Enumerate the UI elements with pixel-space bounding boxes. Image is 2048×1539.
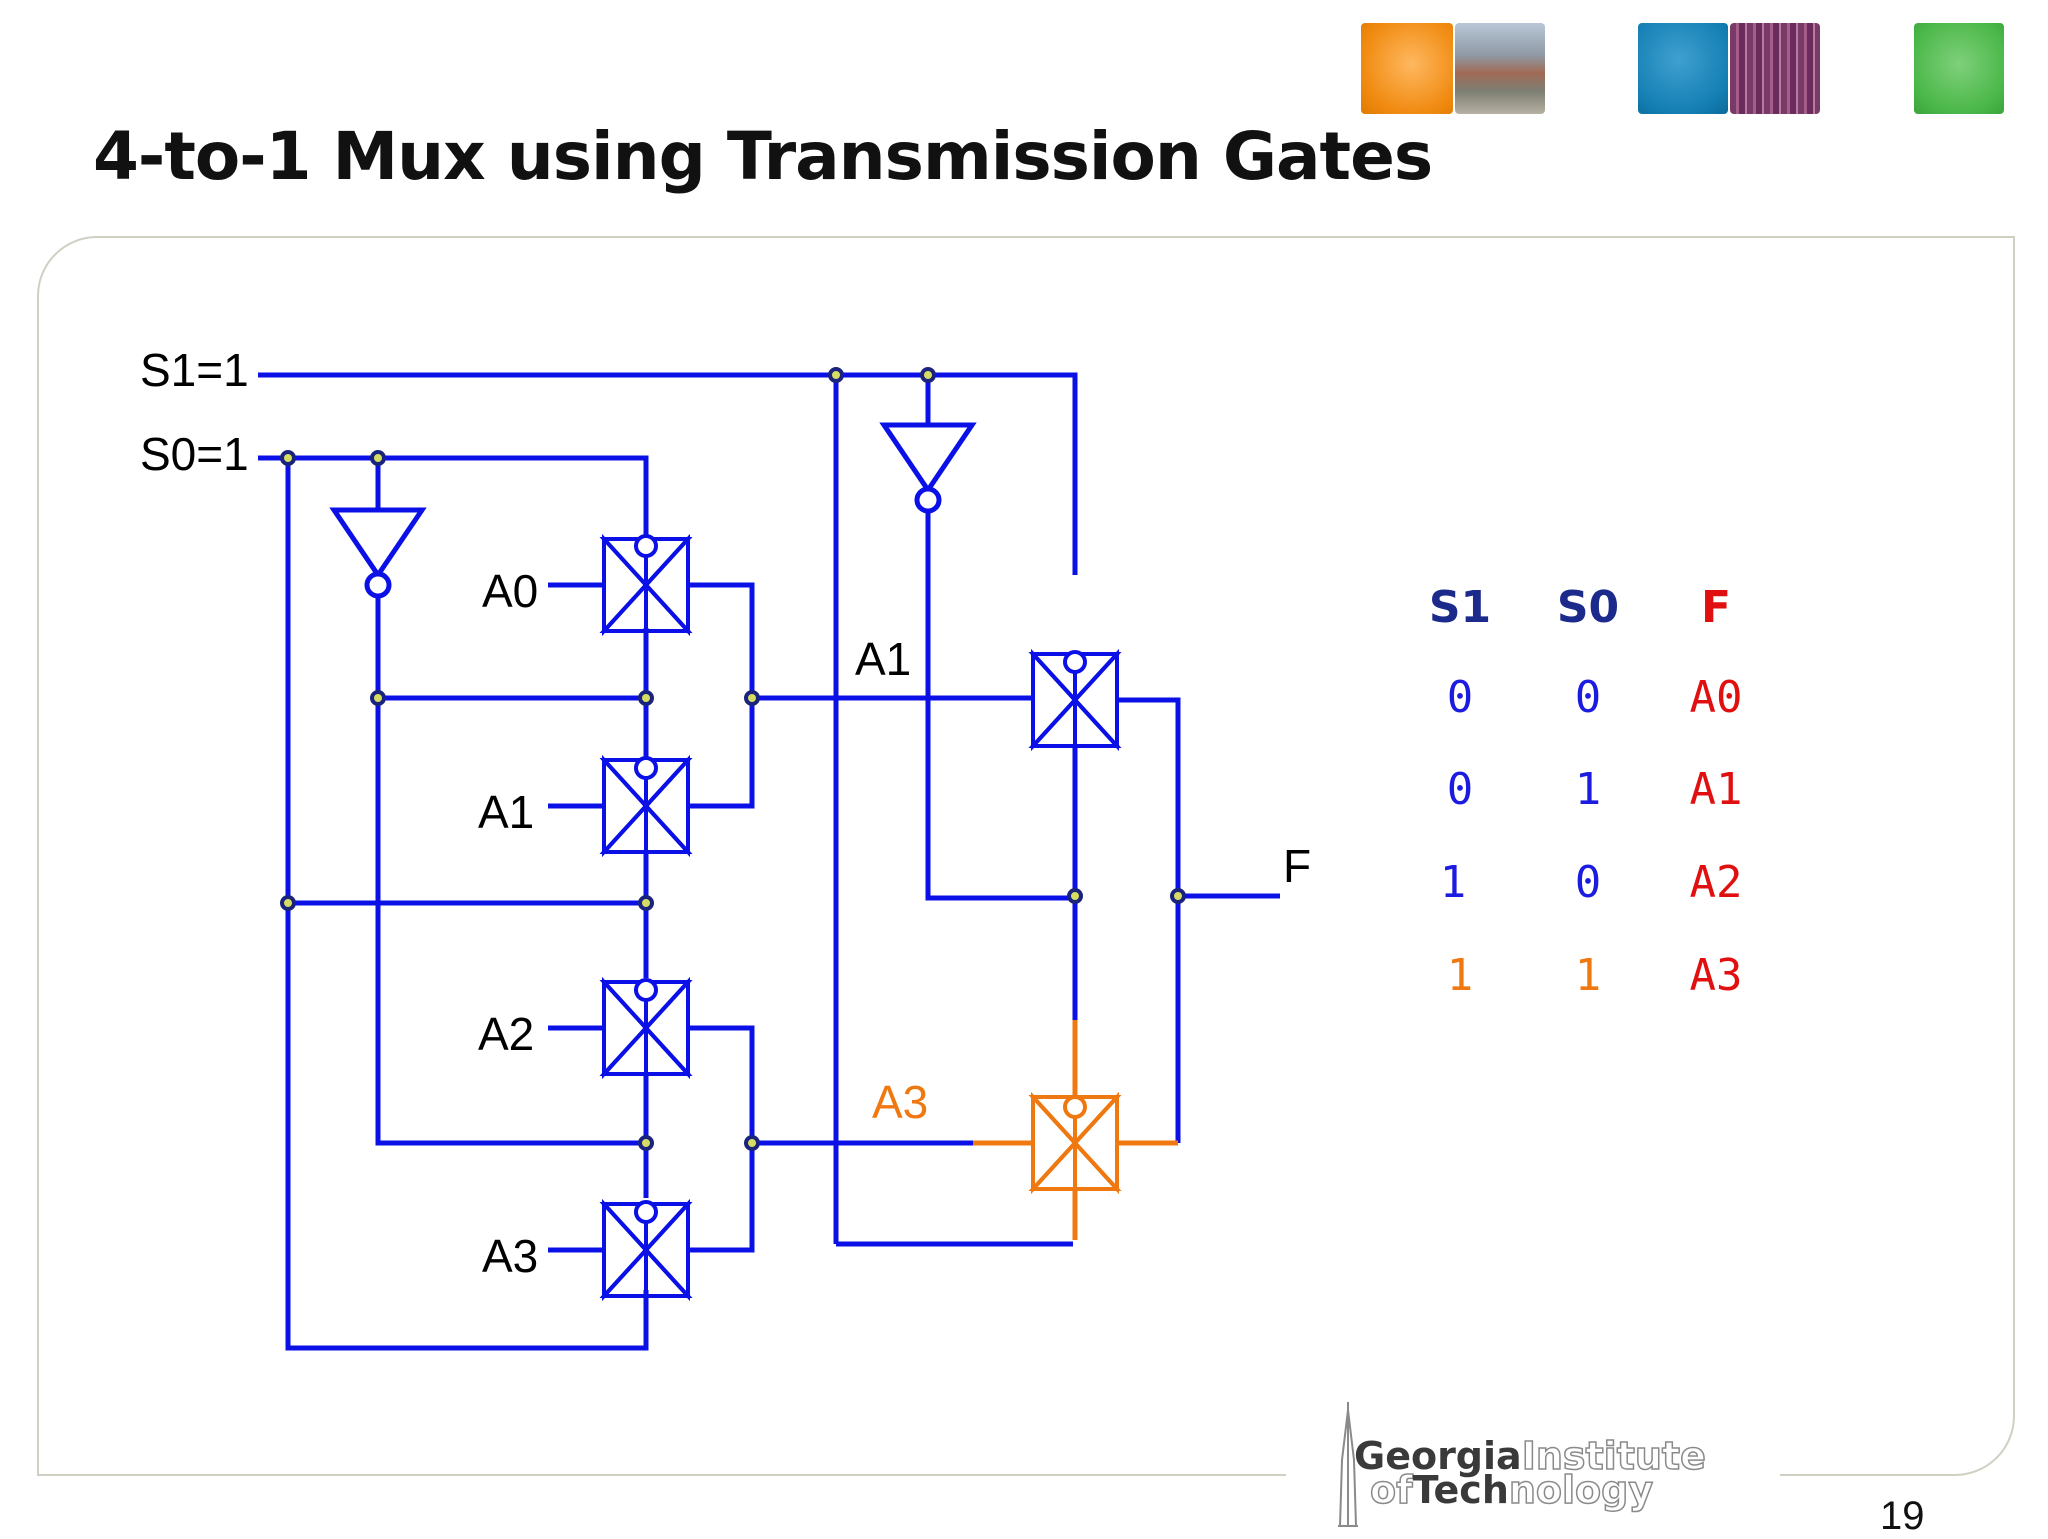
truth-table-cell: 1 bbox=[1440, 857, 1467, 908]
a1-input-label: A1 bbox=[478, 786, 534, 838]
output-f-label: F bbox=[1283, 840, 1311, 892]
circuit-photo-tile bbox=[1730, 23, 1820, 114]
tech-tower-icon bbox=[1338, 1402, 1358, 1527]
a3-node-label: A3 bbox=[872, 1076, 928, 1128]
slide-title: 4-to-1 Mux using Transmission Gates bbox=[93, 118, 1433, 195]
truth-table-cell: A1 bbox=[1690, 764, 1743, 815]
a3-input-label: A3 bbox=[482, 1230, 538, 1282]
blue-wires bbox=[258, 372, 1280, 1351]
truth-table-cell: A3 bbox=[1690, 950, 1743, 1001]
orange-header-tile bbox=[1361, 23, 1453, 114]
truth-table-header-f: F bbox=[1701, 582, 1731, 633]
a1-node-label: A1 bbox=[855, 633, 911, 685]
s0-label: S0=1 bbox=[140, 428, 249, 480]
s0-inverter-icon bbox=[329, 507, 427, 599]
green-header-tile bbox=[1914, 23, 2004, 114]
s1-inverter-icon bbox=[879, 422, 977, 514]
content-frame bbox=[37, 236, 2015, 1476]
truth-table-cell: 1 bbox=[1575, 764, 1602, 815]
s0-inverted-wire bbox=[375, 595, 646, 1146]
truth-table-cell: 0 bbox=[1447, 672, 1474, 723]
truth-table-header-s0: S0 bbox=[1557, 582, 1619, 633]
page-number: 19 bbox=[1880, 1494, 1925, 1538]
blue-header-tile bbox=[1638, 23, 1728, 114]
a2-input-label: A2 bbox=[478, 1008, 534, 1060]
truth-table: S1 S0 F 0 0 A0 0 1 A1 1 0 A2 1 1 A3 bbox=[1429, 582, 1743, 1001]
campus-photo-tile bbox=[1455, 23, 1545, 114]
junction-dots bbox=[280, 367, 1186, 1151]
truth-table-cell: A2 bbox=[1690, 857, 1743, 908]
truth-table-cell: 0 bbox=[1575, 857, 1602, 908]
inverters bbox=[329, 422, 977, 599]
truth-table-cell: 0 bbox=[1575, 672, 1602, 723]
logo-georgia-text: Georgia bbox=[1354, 1434, 1522, 1478]
logo-nology-text: nology bbox=[1508, 1467, 1654, 1513]
logo-of-text: of bbox=[1369, 1467, 1413, 1513]
truth-table-cell: 1 bbox=[1575, 950, 1602, 1001]
active-path-wires bbox=[973, 1020, 1178, 1240]
s1-label: S1=1 bbox=[140, 344, 249, 396]
a0-input-label: A0 bbox=[482, 565, 538, 617]
frame-logo-gap bbox=[1286, 1460, 1780, 1490]
truth-table-cell: 0 bbox=[1447, 764, 1474, 815]
truth-table-header-s1: S1 bbox=[1429, 582, 1491, 633]
truth-table-cell: 1 bbox=[1447, 950, 1474, 1001]
logo-tech-text: Tech bbox=[1412, 1468, 1509, 1512]
s1-wire bbox=[258, 372, 1078, 575]
s0-wire bbox=[258, 455, 649, 540]
s1-inverted-wire bbox=[925, 510, 1075, 901]
truth-table-cell: A0 bbox=[1690, 672, 1743, 723]
logo-institute-text: Institute bbox=[1521, 1433, 1707, 1479]
georgia-tech-logo: GeorgiaInstitute ofTechnology bbox=[1320, 1400, 1750, 1536]
